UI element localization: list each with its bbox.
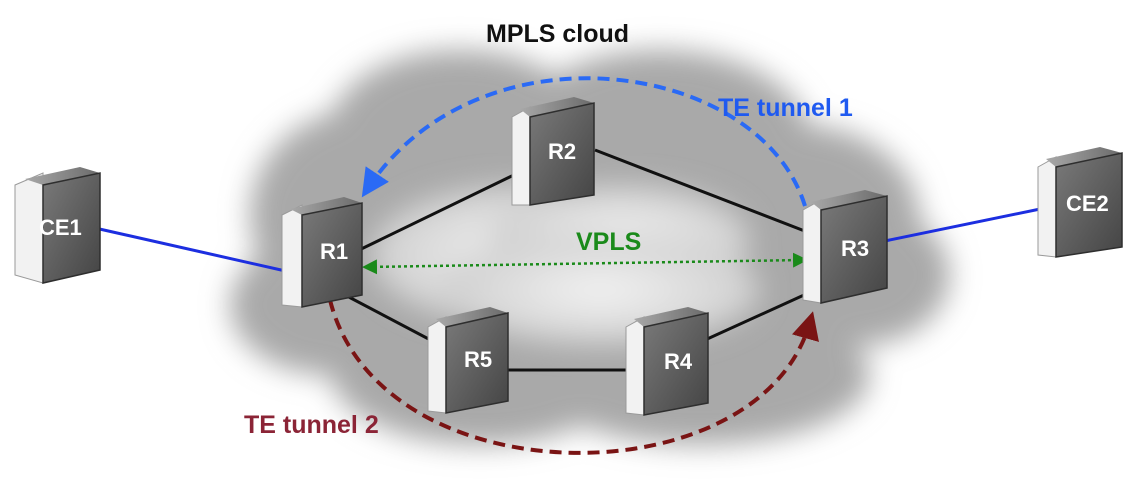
te-tunnel-2-path (328, 299, 819, 455)
link-r3-ce2 (879, 206, 1046, 244)
router-r5: R5 (427, 307, 509, 414)
te-tunnel-1-label: TE tunnel 1 (718, 94, 853, 122)
router-r2: R2 (511, 97, 595, 206)
router-r4: R4 (625, 307, 709, 416)
te-tunnel-1-path (361, 76, 807, 207)
link-r2-r3 (594, 148, 816, 237)
router-label-r5: R5 (464, 347, 492, 372)
router-ce1: CE1 (14, 167, 101, 284)
links (94, 148, 1046, 372)
link-r1-r2 (354, 170, 521, 254)
link-ce1-r1 (94, 226, 291, 274)
vpls-path (362, 252, 808, 275)
router-label-ce2: CE2 (1066, 191, 1109, 216)
router-r1: R1 (281, 197, 363, 308)
te-tunnel-2-label: TE tunnel 2 (244, 411, 379, 439)
router-label-r4: R4 (664, 349, 693, 374)
link-r1-r5 (344, 293, 441, 347)
router-label-r1: R1 (320, 239, 348, 264)
router-r3: R3 (802, 190, 888, 304)
router-label-r3: R3 (841, 236, 869, 261)
router-ce2: CE2 (1037, 147, 1123, 258)
diagram-title: MPLS cloud (486, 20, 629, 48)
router-label-ce1: CE1 (39, 215, 82, 240)
router-label-r2: R2 (548, 139, 576, 164)
vpls-label: VPLS (576, 228, 641, 256)
link-r4-r3 (704, 288, 816, 342)
